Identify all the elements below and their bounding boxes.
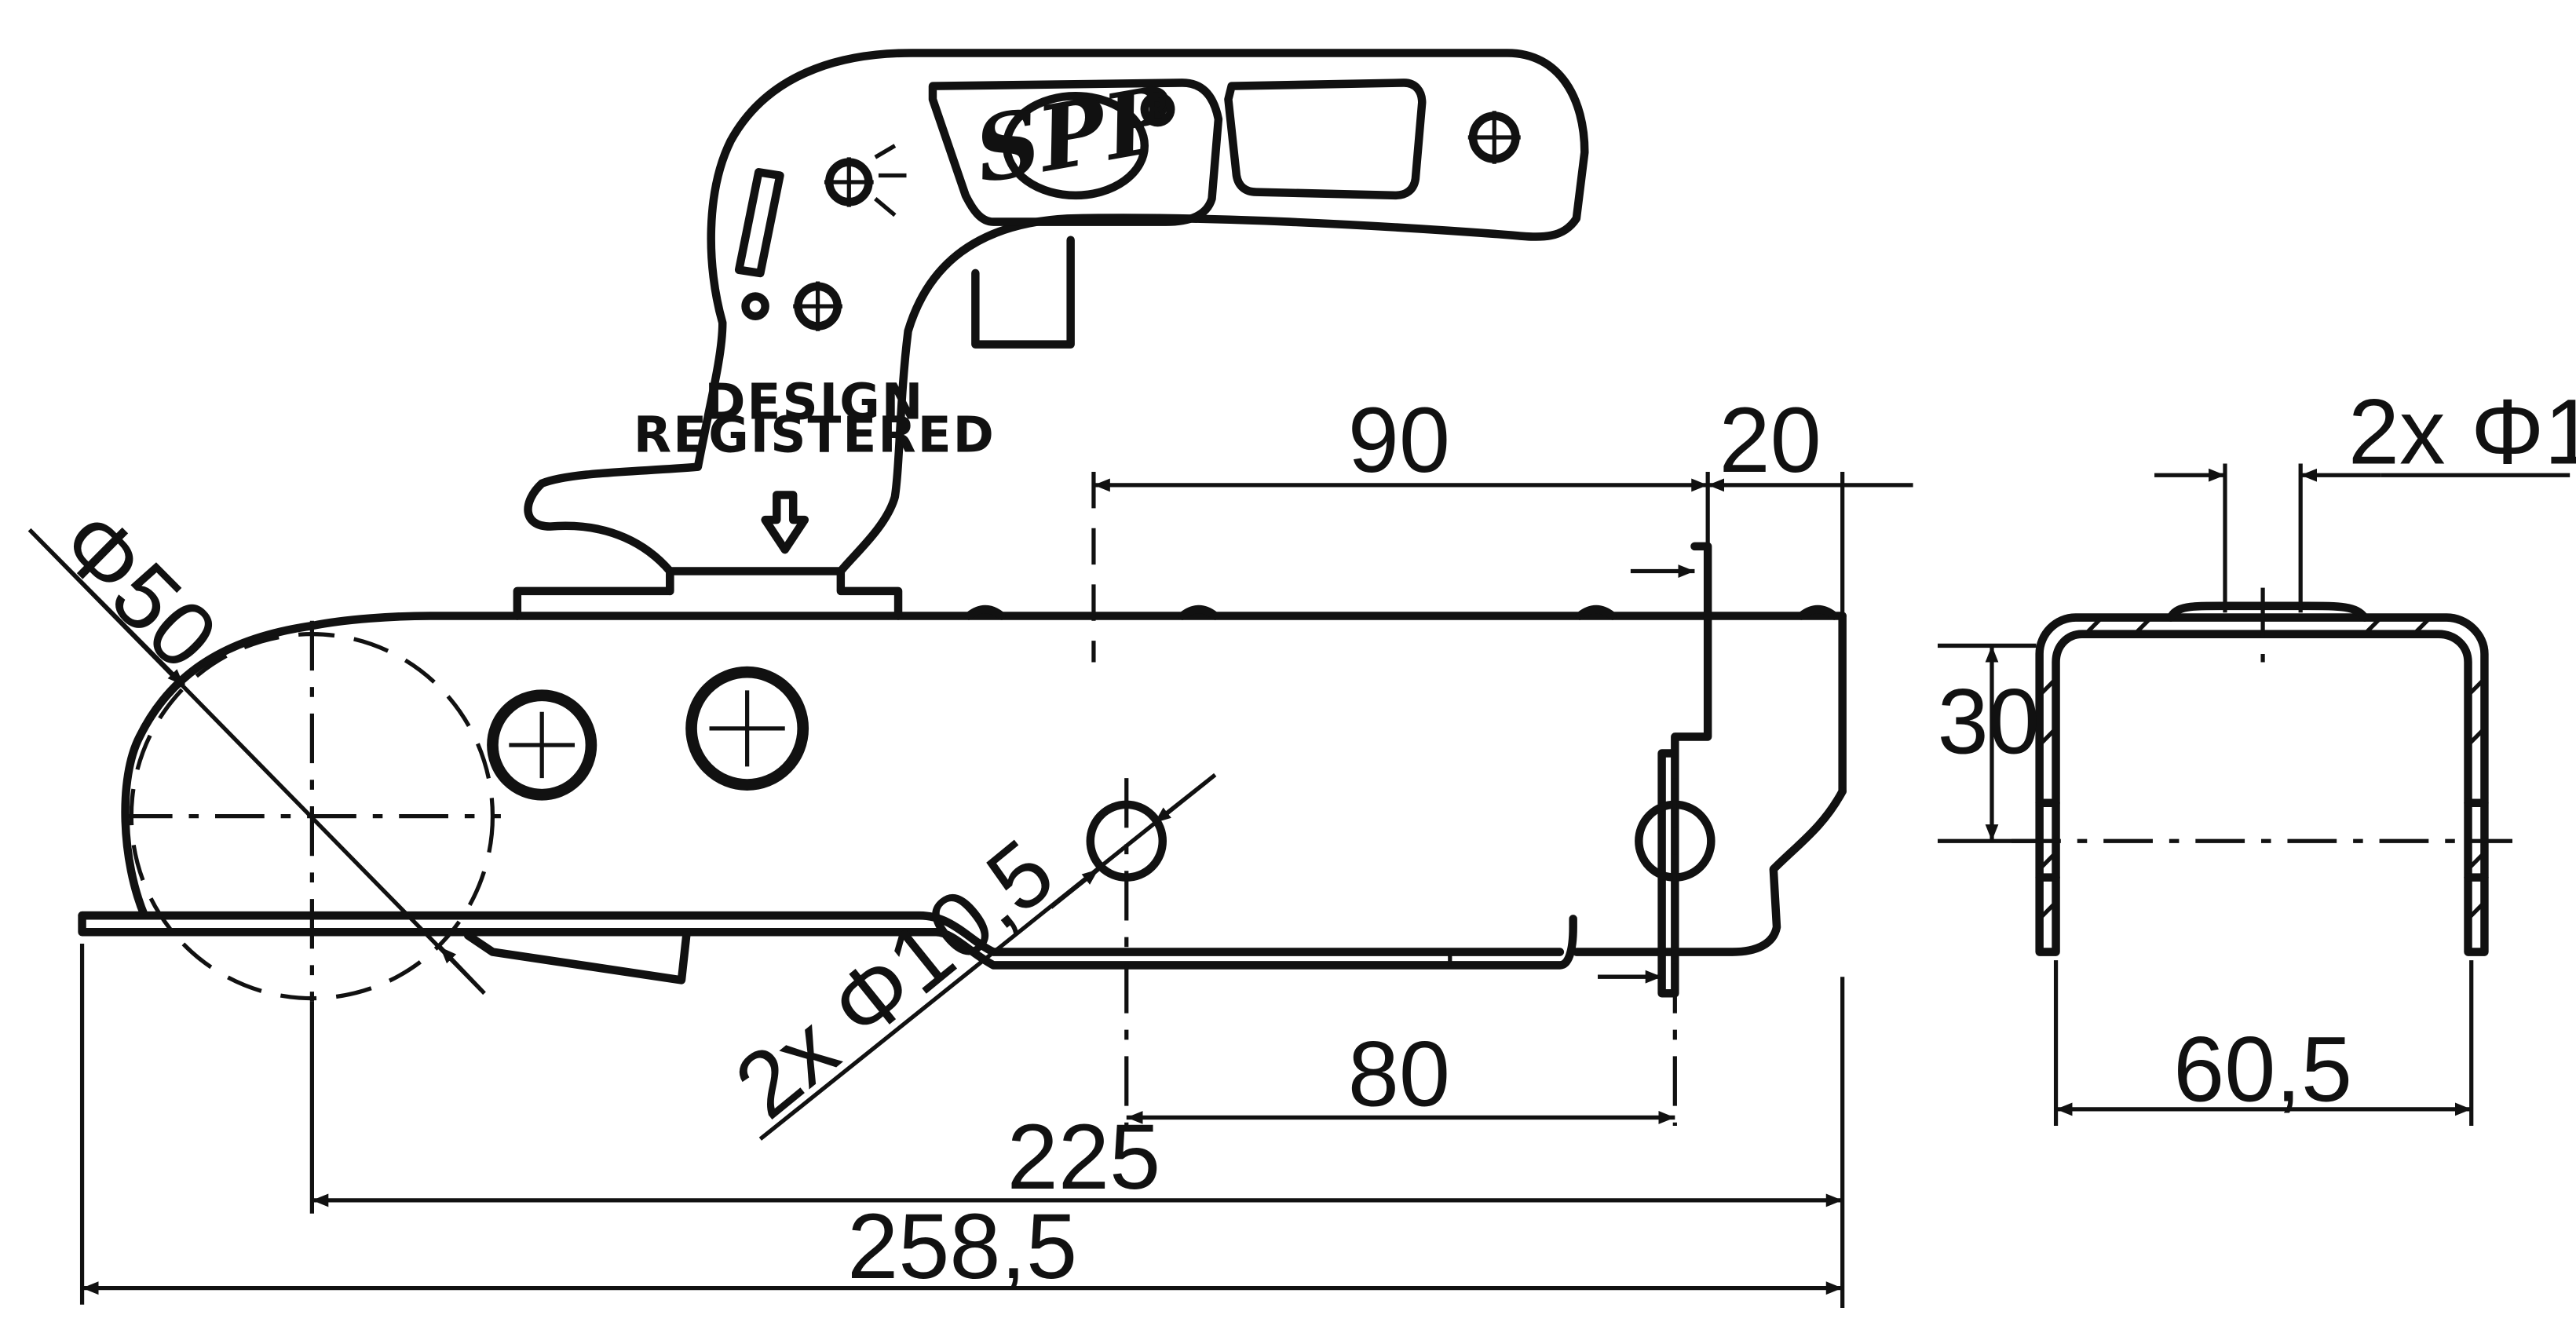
section-view: [1937, 463, 2571, 1126]
dim-section-holes: 2x Φ12,50: [2348, 380, 2576, 484]
dim-section-width: 60,5: [2173, 1017, 2352, 1121]
dimension-lines: [27, 472, 1913, 1308]
stamp-line-2: REGISTERED: [634, 406, 996, 463]
dim-section-height: 30: [1938, 670, 2040, 773]
dim-ball-center-to-end: 225: [1007, 1105, 1160, 1209]
dim-top-bolt-spacing: 90: [1348, 389, 1450, 492]
side-holes: [487, 666, 1716, 1126]
handle-crosshair-marks: [793, 111, 1521, 331]
dim-top-end-offset: 20: [1719, 389, 1821, 492]
handle-outline: [513, 49, 1589, 620]
stamp-line-1: DESIGN: [704, 373, 924, 430]
housing-outline: [78, 542, 1847, 998]
registered-mark: R: [1146, 92, 1169, 126]
dim-side-holes: 2x Φ10,5: [716, 820, 1072, 1138]
dim-overall-length: 258,5: [847, 1195, 1077, 1299]
dim-bottom-bolt-spacing: 80: [1348, 1022, 1450, 1126]
